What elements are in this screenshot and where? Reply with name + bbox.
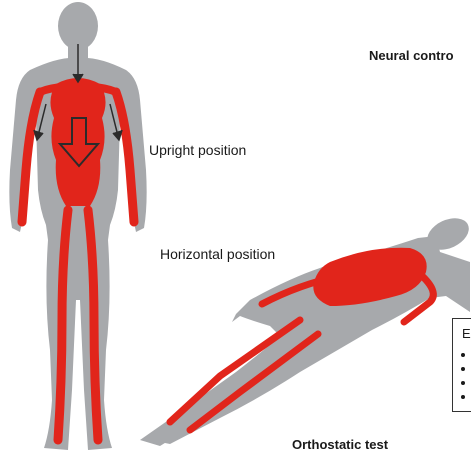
legend-bullet — [461, 367, 465, 371]
upright-position-label: Upright position — [149, 142, 246, 158]
legend-bullet — [461, 395, 465, 399]
legend-bullet — [461, 353, 465, 357]
horizontal-position-label: Horizontal position — [160, 246, 275, 262]
orthostatic-test-caption: Orthostatic test — [292, 437, 388, 452]
neural-control-heading: Neural contro — [369, 48, 454, 63]
legend-bullet — [461, 381, 465, 385]
legend-letter: E — [462, 326, 471, 341]
legend-box: E — [452, 318, 471, 412]
